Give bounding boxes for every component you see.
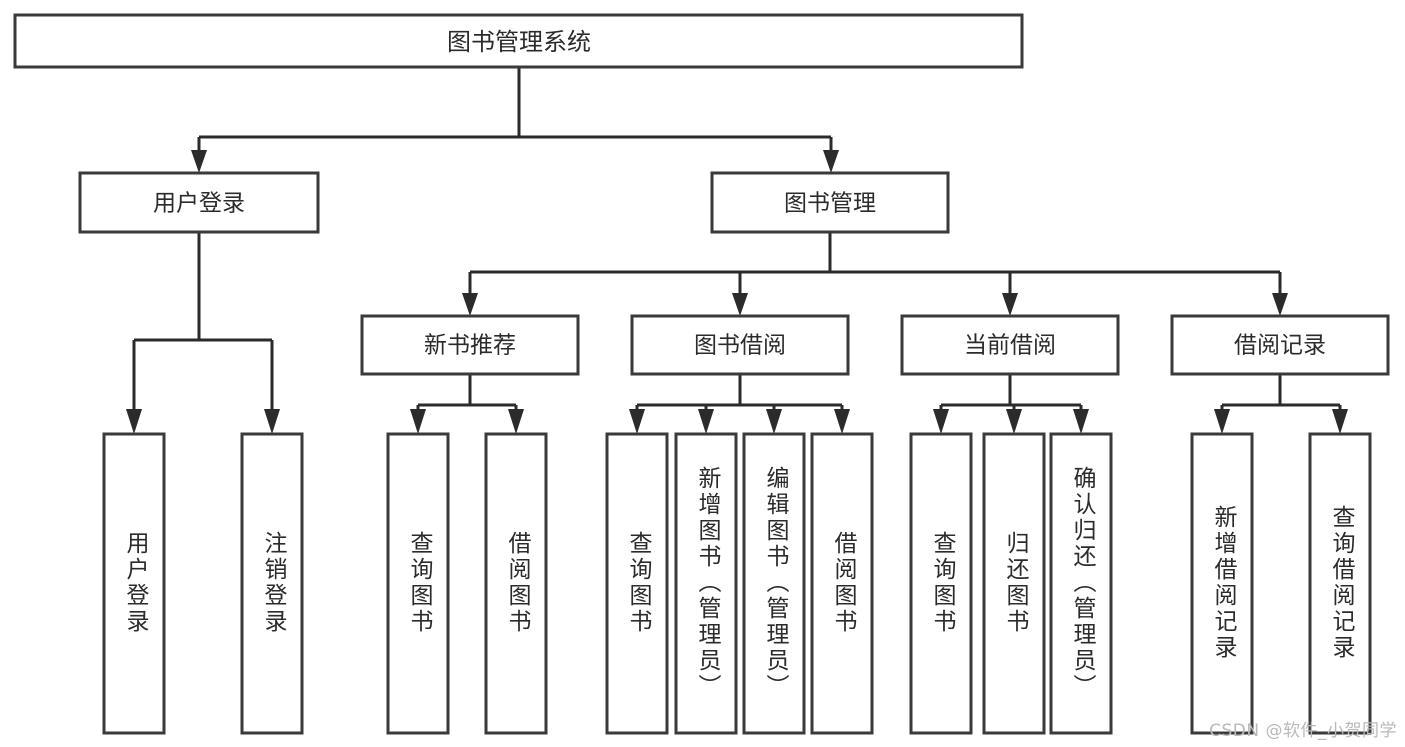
node-book-borrow-box (630, 314, 850, 376)
node-book-borrow-label: 图书借阅 (694, 333, 786, 359)
node-leaf-borrow-book-bor[interactable]: 借阅图书 (810, 432, 874, 735)
node-user-login[interactable]: 用户登录 (78, 171, 320, 234)
connector-userlogin-to-leaves (132, 232, 274, 410)
node-book-borrow[interactable]: 图书借阅 (630, 314, 850, 376)
node-leaf-add-record[interactable]: 新增借阅记录 (1190, 432, 1254, 735)
arrow-to-leaf-query-book-bor (629, 409, 645, 434)
node-leaf-borrow-book-rec[interactable]: 借阅图书 (484, 432, 548, 735)
node-leaf-query-book-rec-box (386, 432, 450, 735)
node-leaf-query-book-bor-label: 查询图书 (625, 531, 653, 635)
node-leaf-query-book-bor[interactable]: 查询图书 (605, 432, 669, 735)
node-book-manage-label: 图书管理 (784, 191, 876, 217)
node-leaf-logout-box (240, 432, 304, 735)
node-leaf-query-record-box (1308, 432, 1372, 735)
node-leaf-confirm-return-label: 确认归还（管理员） (1069, 466, 1097, 700)
node-leaf-user-login-box (102, 432, 166, 735)
node-leaf-query-book-cur-label: 查询图书 (929, 531, 957, 635)
node-root-box (13, 13, 1024, 69)
node-current-borrow-label: 当前借阅 (964, 333, 1056, 359)
connector-currentborrow-to-leaves (939, 374, 1083, 414)
arrow-to-leaf-return-book (1006, 409, 1022, 434)
connector-borrowrecord-to-leaves (1220, 374, 1342, 414)
node-leaf-user-login[interactable]: 用户登录 (102, 432, 166, 735)
arrow-to-book-borrow (732, 293, 748, 316)
node-leaf-user-login-label: 用户登录 (122, 531, 150, 635)
node-root[interactable]: 图书管理系统 (13, 13, 1024, 69)
node-leaf-add-book[interactable]: 新增图书（管理员） (674, 432, 738, 735)
node-leaf-query-book-rec-label: 查询图书 (406, 531, 434, 635)
node-leaf-query-book-cur[interactable]: 查询图书 (909, 432, 973, 735)
arrow-to-leaf-user-login (126, 409, 142, 434)
arrow-to-leaf-query-record (1332, 409, 1348, 434)
node-new-book-recommend[interactable]: 新书推荐 (360, 314, 580, 376)
node-leaf-query-book-rec[interactable]: 查询图书 (386, 432, 450, 735)
arrow-to-leaf-confirm-return (1073, 409, 1089, 434)
connector-root-to-level2 (197, 67, 833, 160)
node-book-manage[interactable]: 图书管理 (710, 171, 950, 234)
node-leaf-edit-book[interactable]: 编辑图书（管理员） (742, 432, 806, 735)
arrow-to-book-manage (823, 150, 839, 173)
node-borrow-record-label: 借阅记录 (1234, 333, 1326, 359)
node-borrow-record-box (1170, 314, 1390, 376)
node-new-book-recommend-label: 新书推荐 (424, 333, 516, 359)
node-leaf-confirm-return[interactable]: 确认归还（管理员） (1049, 432, 1113, 735)
node-book-manage-box (710, 171, 950, 234)
node-leaf-return-book-label: 归还图书 (1002, 531, 1030, 635)
connector-bookborrow-to-leaves (635, 374, 844, 414)
connector-layer (126, 67, 1348, 434)
node-leaf-add-book-label: 新增图书（管理员） (694, 466, 722, 700)
node-leaf-borrow-book-rec-box (484, 432, 548, 735)
node-leaf-logout-label: 注销登录 (260, 531, 288, 635)
arrow-to-borrow-record (1272, 293, 1288, 316)
node-leaf-add-record-box (1190, 432, 1254, 735)
arrow-to-leaf-query-book-rec (410, 409, 426, 434)
node-new-book-recommend-box (360, 314, 580, 376)
node-current-borrow-box (900, 314, 1120, 376)
node-leaf-return-book-box (982, 432, 1046, 735)
arrow-to-current-borrow (1002, 293, 1018, 316)
arrow-to-leaf-edit-book (766, 409, 782, 434)
node-leaf-borrow-book-rec-label: 借阅图书 (504, 531, 532, 635)
arrow-to-new-book-recommend (462, 293, 478, 316)
node-leaf-edit-book-box (742, 432, 806, 735)
csdn-watermark: CSDN @软件_小贺同学 (1209, 721, 1397, 741)
node-leaf-query-book-bor-box (605, 432, 669, 735)
node-leaf-borrow-book-bor-box (810, 432, 874, 735)
connector-bookmanage-to-level3 (468, 232, 1282, 303)
node-leaf-query-record-label: 查询借阅记录 (1328, 505, 1356, 661)
node-leaf-logout[interactable]: 注销登录 (240, 432, 304, 735)
arrow-to-leaf-add-record (1214, 409, 1230, 434)
node-borrow-record[interactable]: 借阅记录 (1170, 314, 1390, 376)
node-leaf-query-book-cur-box (909, 432, 973, 735)
arrow-to-leaf-borrow-book-bor (834, 409, 850, 434)
arrow-to-leaf-logout (264, 409, 280, 434)
node-leaf-add-record-label: 新增借阅记录 (1210, 505, 1238, 661)
node-current-borrow[interactable]: 当前借阅 (900, 314, 1120, 376)
node-user-login-box (78, 171, 320, 234)
arrow-to-user-login (191, 150, 207, 173)
node-leaf-query-record[interactable]: 查询借阅记录 (1308, 432, 1372, 735)
arrow-to-leaf-query-book-cur (933, 409, 949, 434)
node-user-login-label: 用户登录 (153, 191, 245, 217)
arrow-to-leaf-borrow-book-rec (508, 409, 524, 434)
node-leaf-borrow-book-bor-label: 借阅图书 (830, 531, 858, 635)
arrow-to-leaf-add-book (698, 409, 714, 434)
node-leaf-confirm-return-box (1049, 432, 1113, 735)
node-leaf-edit-book-label: 编辑图书（管理员） (762, 466, 790, 700)
node-root-label: 图书管理系统 (447, 28, 591, 56)
node-leaf-return-book[interactable]: 归还图书 (982, 432, 1046, 735)
node-leaf-add-book-box (674, 432, 738, 735)
connector-newbook-to-leaves (416, 374, 518, 414)
